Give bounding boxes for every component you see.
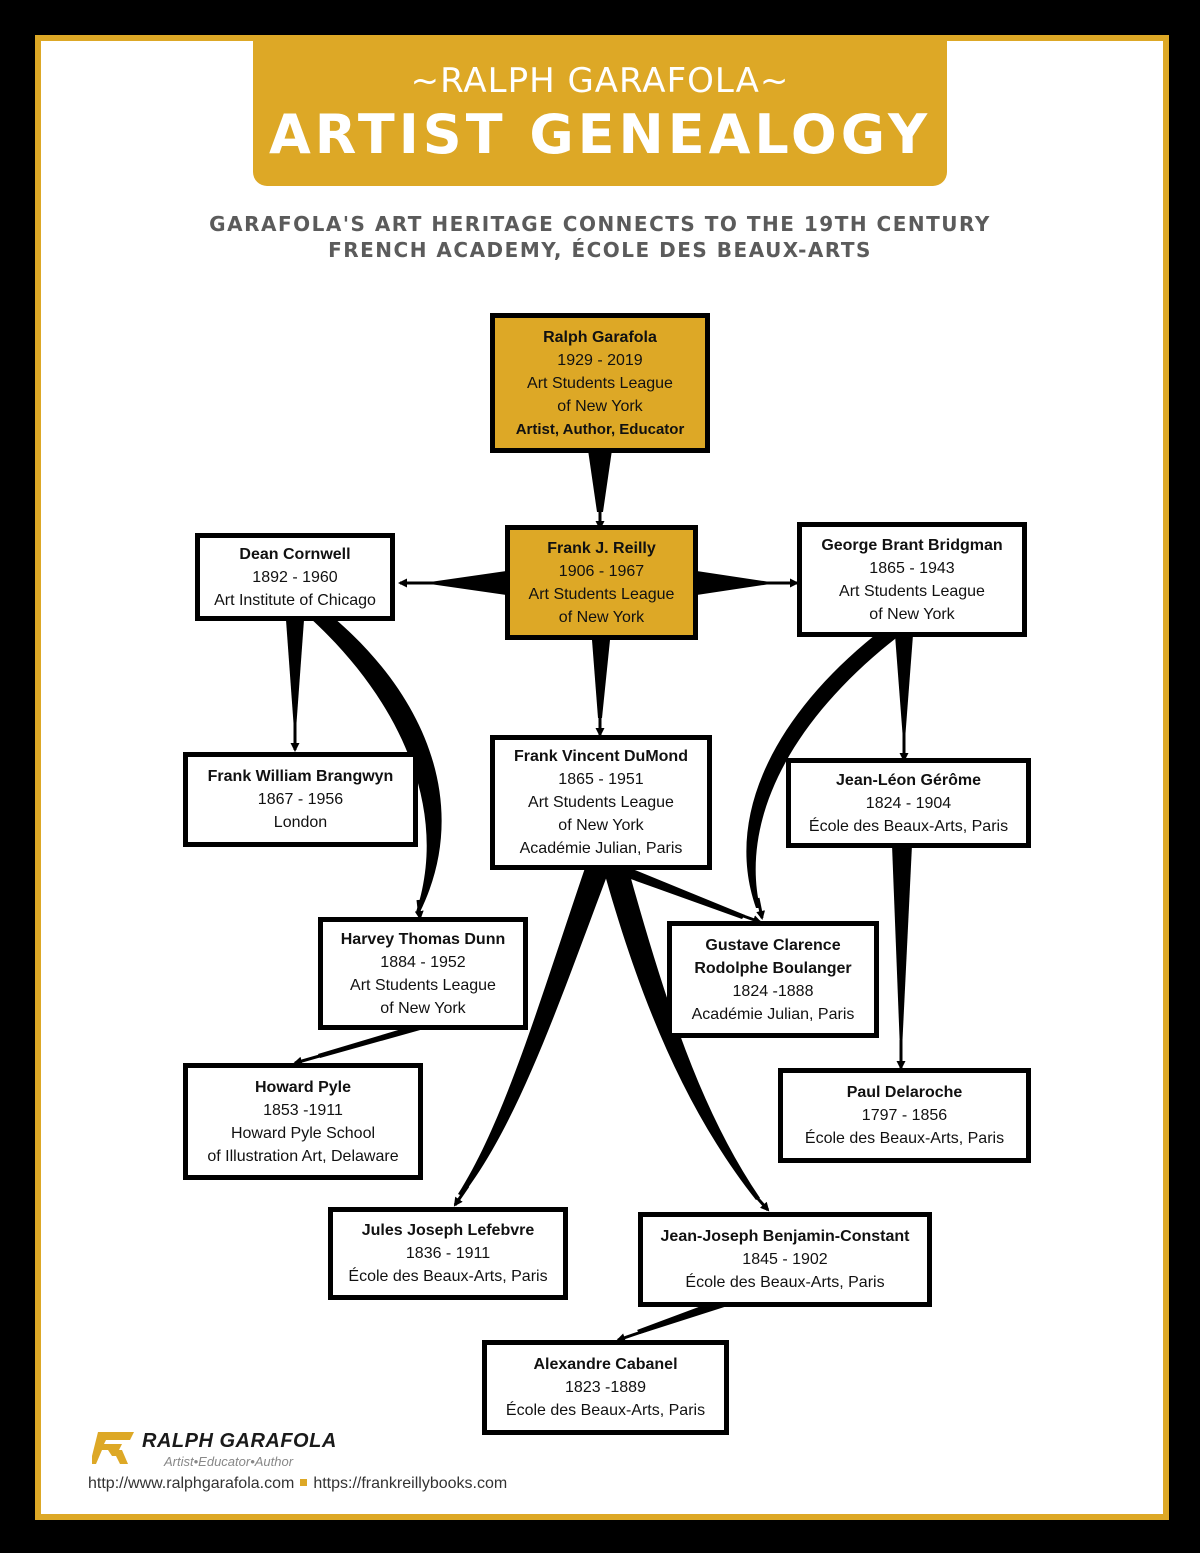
node-frank-dumond: Frank Vincent DuMond 1865 - 1951 Art Stu… — [490, 735, 712, 870]
link-bridgman-boulanger — [746, 635, 900, 908]
node-name: Jean-Joseph Benjamin-Constant — [660, 1228, 910, 1245]
node-frank-reilly: Frank J. Reilly 1906 - 1967 Art Students… — [505, 525, 698, 640]
node-school-cont: of New York — [380, 999, 466, 1017]
node-school: École des Beaux-Arts, Paris — [348, 1268, 548, 1285]
node-years: 1824 -1888 — [732, 982, 814, 1000]
link-cornwell-brangwyn — [286, 620, 304, 730]
link-reilly-cornwell — [430, 570, 513, 596]
node-school-cont: of Illustration Art, Delaware — [207, 1147, 399, 1165]
node-years: 1823 -1889 — [565, 1379, 646, 1396]
node-name: Jean-Léon Gérôme — [836, 771, 981, 789]
node-gustave-boulanger: Gustave Clarence Rodolphe Boulanger 1824… — [667, 921, 879, 1038]
link-constant-cabanel — [637, 1302, 740, 1334]
node-years: 1884 - 1952 — [380, 953, 466, 971]
node-name: Alexandre Cabanel — [533, 1356, 678, 1373]
node-harvey-dunn: Harvey Thomas Dunn 1884 - 1952 Art Stude… — [318, 917, 528, 1030]
page-title: ARTIST GENEALOGY — [268, 103, 932, 166]
node-years: 1824 - 1904 — [865, 794, 952, 812]
link-dumond-boulanger — [600, 868, 745, 919]
node-school-cont: of New York — [558, 608, 645, 626]
node-name: Harvey Thomas Dunn — [340, 930, 506, 948]
link-gerome-delaroche — [892, 845, 912, 1050]
node-school: École des Beaux-Arts, Paris — [808, 817, 1009, 835]
rg-monogram-icon — [90, 1432, 134, 1464]
node-george-bridgman: George Brant Bridgman 1865 - 1943 Art St… — [797, 522, 1027, 637]
node-howard-pyle: Howard Pyle 1853 -1911 Howard Pyle Schoo… — [183, 1063, 423, 1180]
node-frank-brangwyn: Frank William Brangwyn 1867 - 1956 Londo… — [183, 752, 418, 847]
node-school-2: Académie Julian, Paris — [519, 840, 683, 857]
node-name: Jules Joseph Lefebvre — [361, 1222, 535, 1239]
link-dumond-constant — [603, 868, 760, 1200]
node-years: 1865 - 1951 — [558, 771, 644, 788]
node-school: Art Students League — [528, 794, 674, 811]
node-name: Paul Delaroche — [846, 1084, 963, 1101]
link-bridgman-gerome — [895, 635, 913, 740]
node-name: Dean Cornwell — [239, 545, 351, 563]
node-benjamin-constant: Jean-Joseph Benjamin-Constant 1845 - 190… — [638, 1212, 932, 1307]
footer-links: http://www.ralphgarafola.com https://fran… — [88, 1475, 507, 1493]
subtitle-line-1: GARAFOLA'S ART HERITAGE CONNECTS TO THE … — [209, 212, 991, 236]
node-school: École des Beaux-Arts, Paris — [505, 1402, 706, 1419]
node-years: 1892 - 1960 — [252, 568, 338, 586]
link-dumond-lefebvre — [458, 868, 610, 1196]
subtitle-line-2: FRENCH ACADEMY, ÉCOLE DES BEAUX-ARTS — [328, 238, 872, 262]
node-name-cont: Rodolphe Boulanger — [694, 959, 852, 977]
node-school: Académie Julian, Paris — [691, 1005, 855, 1023]
link-reilly-dumond — [592, 640, 610, 718]
node-school: Art Students League — [839, 582, 985, 600]
node-years: 1836 - 1911 — [405, 1245, 491, 1262]
node-years: 1853 -1911 — [263, 1101, 343, 1119]
node-alexandre-cabanel: Alexandre Cabanel 1823 -1889 École des B… — [482, 1340, 729, 1435]
node-years: 1929 - 2019 — [557, 351, 643, 369]
node-name: Frank Vincent DuMond — [514, 748, 688, 765]
brand-logo: RALPH GARAFOLA Artist•Educator•Author — [90, 1430, 336, 1471]
node-paul-delaroche: Paul Delaroche 1797 - 1856 École des Bea… — [778, 1068, 1031, 1163]
link-garafola-reilly — [588, 450, 612, 512]
node-name: George Brant Bridgman — [821, 536, 1003, 554]
title-banner: ~RALPH GARAFOLA~ ARTIST GENEALOGY — [253, 41, 947, 186]
node-role: Artist, Author, Educator — [515, 420, 685, 438]
genealogy-links — [286, 450, 913, 1342]
node-years: 1906 - 1967 — [558, 562, 645, 580]
node-school-cont: of New York — [558, 817, 644, 834]
node-jules-lefebvre: Jules Joseph Lefebvre 1836 - 1911 École … — [328, 1207, 568, 1300]
node-dean-cornwell: Dean Cornwell 1892 - 1960 Art Institute … — [195, 533, 395, 621]
node-school: Howard Pyle School — [230, 1124, 376, 1142]
books-link[interactable]: https://frankreillybooks.com — [313, 1475, 508, 1492]
website-link[interactable]: http://www.ralphgarafola.com — [88, 1475, 295, 1492]
node-years: 1845 - 1902 — [742, 1251, 828, 1268]
node-years: 1797 - 1856 — [861, 1107, 948, 1124]
node-school: École des Beaux-Arts, Paris — [685, 1274, 885, 1291]
node-jean-leon-gerome: Jean-Léon Gérôme 1824 - 1904 École des B… — [786, 758, 1031, 848]
node-years: 1865 - 1943 — [869, 559, 955, 577]
logo-name: RALPH GARAFOLA — [142, 1430, 337, 1452]
node-name: Gustave Clarence — [705, 936, 841, 954]
node-school: Art Students League — [527, 374, 673, 392]
separator-square-icon — [300, 1479, 308, 1486]
node-school-cont: of New York — [557, 397, 643, 415]
node-name: Ralph Garafola — [543, 328, 657, 346]
node-name: Frank J. Reilly — [547, 539, 656, 557]
node-ralph-garafola: Ralph Garafola 1929 - 2019 Art Students … — [490, 313, 710, 453]
node-school: Art Institute of Chicago — [214, 591, 376, 609]
node-school: Art Students League — [350, 976, 496, 994]
node-school-cont: of New York — [869, 605, 955, 623]
node-school: Art Students League — [528, 585, 675, 603]
link-dunn-pyle — [318, 1025, 438, 1058]
logo-tagline: Artist•Educator•Author — [164, 1454, 294, 1469]
pre-title: ~RALPH GARAFOLA~ — [410, 61, 790, 101]
link-reilly-bridgman — [690, 570, 770, 596]
node-name: Howard Pyle — [254, 1078, 352, 1096]
node-years: 1867 - 1956 — [257, 791, 344, 808]
node-school: École des Beaux-Arts, Paris — [804, 1130, 1005, 1147]
node-name: Frank William Brangwyn — [207, 768, 394, 785]
node-school: London — [273, 814, 328, 831]
